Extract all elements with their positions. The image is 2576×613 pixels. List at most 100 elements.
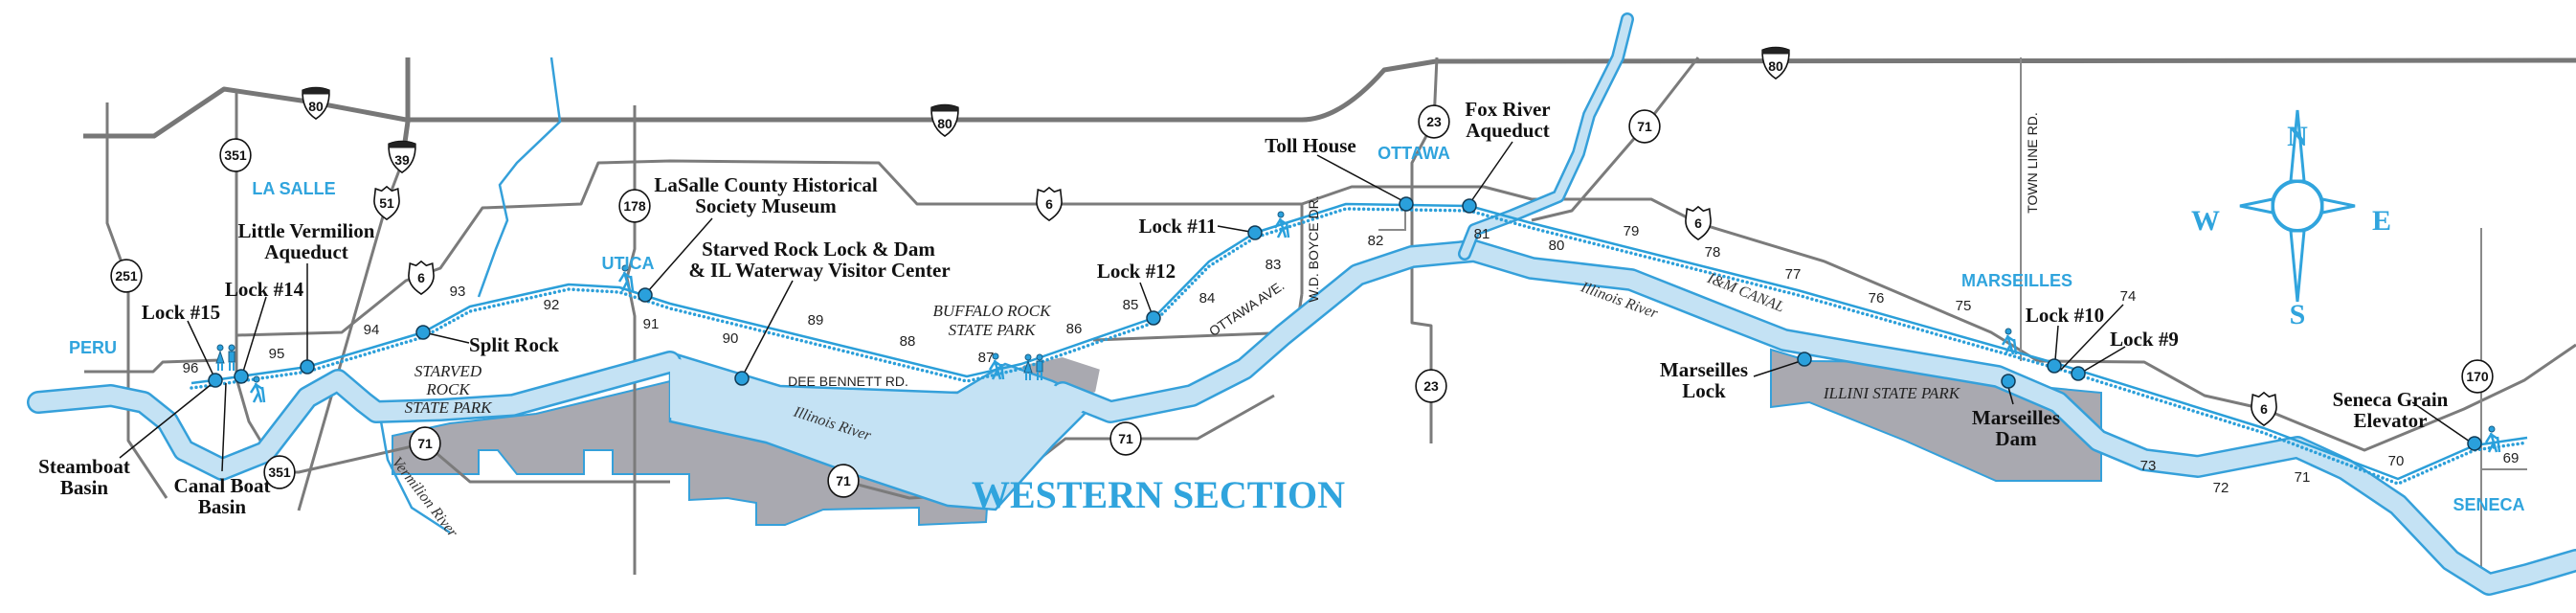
compass-e: E: [2372, 205, 2391, 237]
restroom-icon: [215, 344, 235, 371]
label-lock-9: Lock #9: [2110, 328, 2179, 351]
route-shield-il251: 251: [110, 259, 143, 293]
label-museum-1: LaSalle County Historical: [654, 173, 878, 196]
hiker-icon: [617, 264, 635, 292]
label-starved-rock-park-3: STATE PARK: [405, 398, 493, 417]
route-shield-us6: 6: [408, 261, 435, 295]
route-shield-us6: 6: [2251, 392, 2277, 426]
route-shield-il170: 170: [2461, 359, 2494, 394]
town-seneca: SENECA: [2453, 495, 2524, 514]
compass-w: W: [2191, 205, 2220, 237]
shield-number: 71: [417, 436, 433, 451]
il-71-north: [1531, 57, 1700, 222]
split-rock-marker[interactable]: [415, 325, 431, 340]
shield-number: 71: [1637, 119, 1652, 134]
label-lock-12: Lock #12: [1097, 260, 1176, 283]
mile-marker: 96: [183, 360, 199, 376]
label-lock-14: Lock #14: [225, 278, 304, 301]
restroom-icon: [1023, 353, 1043, 380]
site-labels: Lock #15 Lock #14 Little Vermilion Aqued…: [38, 98, 2449, 518]
shield-number: 6: [1694, 216, 1702, 231]
route-shield-il71: 71: [1628, 109, 1661, 144]
label-little-vermilion-aqueduct: Aqueduct: [264, 240, 348, 263]
label-starved-rock-lock-1: Starved Rock Lock & Dam: [702, 238, 935, 261]
marseilles-dam-marker[interactable]: [2001, 374, 2016, 389]
label-marseilles-dam-1: Marseilles: [1972, 406, 2060, 429]
lock-12-marker[interactable]: [1146, 310, 1161, 326]
mile-marker: 75: [1956, 298, 1972, 314]
route-shield-il71: 71: [409, 426, 441, 461]
route-shield-il351: 351: [263, 455, 296, 489]
toll-house-road: [1378, 204, 1406, 231]
mile-marker: 73: [2140, 458, 2157, 474]
label-fox-aqueduct: Aqueduct: [1466, 119, 1550, 142]
shield-number: 71: [836, 473, 851, 488]
hiker-icon: [2484, 425, 2501, 453]
vermilion-river: [379, 420, 451, 534]
label-seneca-grain-2: Elevator: [2354, 409, 2428, 432]
route-shield-us6: 6: [1036, 187, 1063, 221]
town-peru: PERU: [69, 338, 117, 357]
mile-marker: 82: [1368, 233, 1384, 249]
shield-number: 170: [2466, 369, 2489, 384]
town-la-salle: LA SALLE: [252, 179, 335, 198]
little-vermilion-aqueduct-marker[interactable]: [300, 359, 315, 375]
route-shield-il351: 351: [219, 138, 252, 172]
mile-marker: 78: [1705, 244, 1721, 261]
route-shield-il23: 23: [1418, 104, 1450, 139]
mile-marker: 71: [2295, 469, 2311, 486]
label-lock-11: Lock #11: [1138, 215, 1216, 238]
lock-14-marker[interactable]: [234, 369, 249, 384]
mile-marker: 95: [269, 346, 285, 362]
label-starved-rock-lock-2: & IL Waterway Visitor Center: [688, 259, 950, 282]
compass-n: N: [2287, 121, 2308, 152]
museum-marker[interactable]: [638, 287, 653, 303]
mile-marker: 88: [900, 333, 916, 350]
label-fox-river: Fox River: [1465, 98, 1550, 121]
shield-number: 80: [308, 99, 324, 114]
marseilles-lock-marker[interactable]: [1797, 352, 1812, 367]
little-vermilion-river: [477, 57, 562, 298]
lock-11-marker[interactable]: [1247, 225, 1263, 240]
mile-marker: 80: [1549, 238, 1565, 254]
label-steamboat-2: Basin: [60, 476, 109, 499]
label-starved-rock-park-1: STARVED: [414, 362, 482, 380]
shield-number: 23: [1426, 114, 1442, 129]
town-labels: LA SALLE PERU UTICA OTTAWA MARSEILLES SE…: [69, 144, 2525, 514]
label-wd-boyce-drive: W.D. BOYCE DR.: [1306, 195, 1321, 302]
fox-river-aqueduct-marker[interactable]: [1462, 198, 1477, 214]
site-markers: [208, 196, 2482, 451]
shield-number: 80: [1768, 58, 1783, 74]
route-shield-il71: 71: [827, 464, 860, 498]
mile-marker: 72: [2213, 480, 2229, 496]
mile-marker: 81: [1474, 226, 1490, 242]
shield-number: 6: [417, 270, 425, 285]
map-title: WESTERN SECTION: [972, 473, 1345, 516]
lock-9-marker[interactable]: [2071, 366, 2086, 381]
lock-10-marker[interactable]: [2047, 358, 2062, 374]
label-canal-boat-2: Basin: [198, 495, 247, 518]
town-ottawa: OTTAWA: [1378, 144, 1450, 163]
label-toll-house: Toll House: [1265, 134, 1356, 157]
label-town-line-road: TOWN LINE RD.: [2025, 112, 2040, 214]
mile-marker: 77: [1785, 266, 1802, 283]
interstate-80: [83, 57, 2576, 139]
il-178: [625, 105, 637, 575]
label-canal-boat-1: Canal Boat: [174, 474, 271, 497]
label-seneca-grain-1: Seneca Grain: [2333, 388, 2449, 411]
label-illini-park: ILLINI STATE PARK: [1823, 384, 1961, 402]
mile-marker: 90: [723, 330, 739, 347]
label-split-rock: Split Rock: [469, 333, 559, 356]
compass-rose-icon: N S W E: [2191, 109, 2391, 330]
starved-rock-lock-marker[interactable]: [734, 371, 750, 386]
illinois-river: [27, 239, 2576, 596]
toll-house-marker[interactable]: [1399, 196, 1414, 212]
route-shield-i39: 39: [388, 140, 416, 173]
seneca-grain-elevator-marker[interactable]: [2467, 436, 2482, 451]
mile-marker: 69: [2503, 450, 2520, 466]
route-shield-il178: 178: [618, 189, 651, 223]
lock-15-marker[interactable]: [208, 373, 223, 388]
shield-number: 6: [1045, 196, 1053, 212]
